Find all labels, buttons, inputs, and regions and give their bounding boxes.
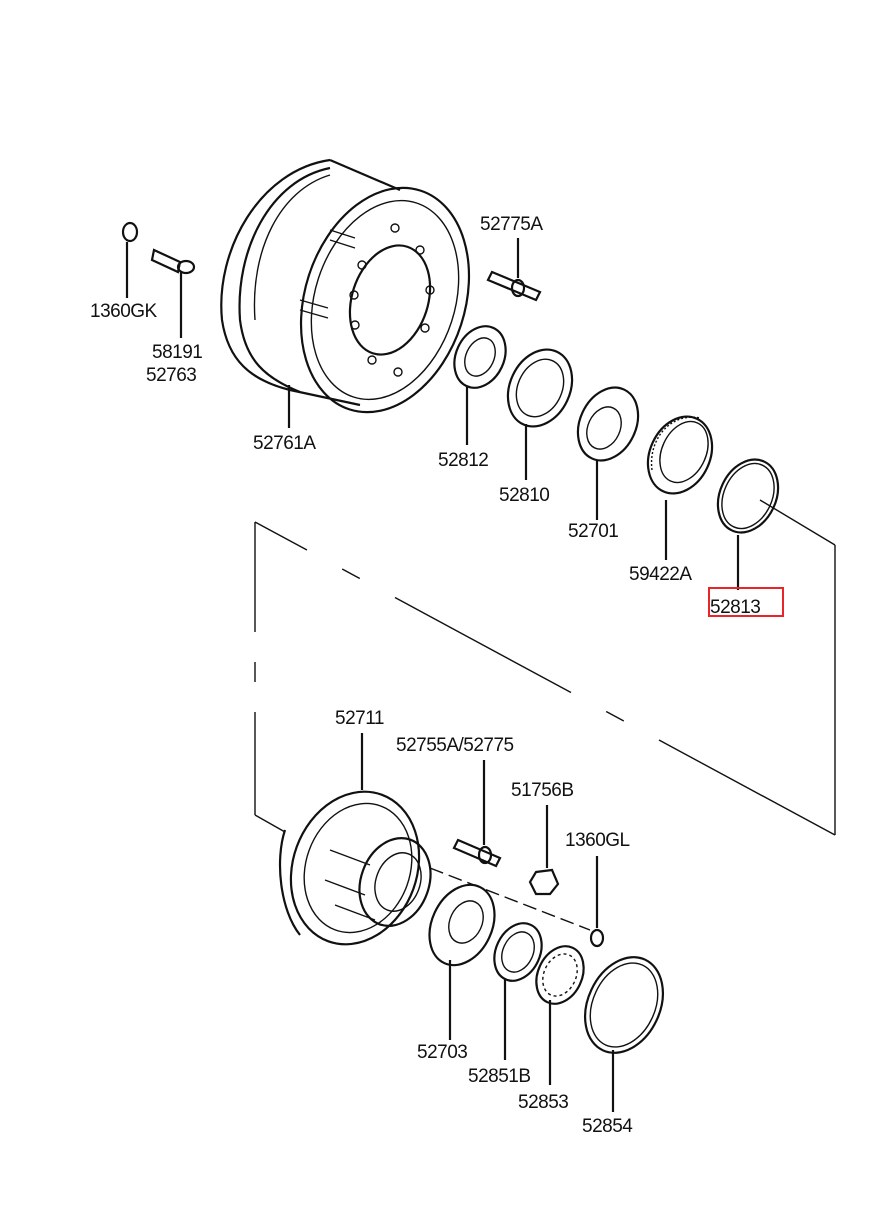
label-52711: 52711	[335, 708, 384, 729]
stud-52755a[interactable]	[452, 838, 502, 868]
label-58191: 58191	[152, 342, 203, 363]
label-52775a: 52775A	[480, 214, 543, 235]
lockwasher-52853[interactable]	[527, 939, 592, 1012]
label-52763: 52763	[146, 365, 197, 386]
label-52755a-52775: 52755A/52775	[396, 735, 514, 756]
label-1360gk: 1360GK	[90, 301, 157, 322]
stud-52775a[interactable]	[486, 270, 542, 302]
label-52853: 52853	[518, 1092, 569, 1113]
label-52701: 52701	[568, 521, 619, 542]
assembly-bracket	[254, 499, 836, 836]
label-52854: 52854	[582, 1116, 633, 1137]
label-52812: 52812	[438, 450, 489, 471]
seal-52812[interactable]	[445, 318, 516, 396]
bearing-52701[interactable]	[567, 378, 650, 471]
nut-51756b[interactable]	[528, 868, 560, 896]
washer-1360gl[interactable]	[589, 928, 605, 948]
hub-52711[interactable]	[270, 773, 442, 962]
highlight-box	[708, 587, 784, 617]
seal-52810[interactable]	[496, 339, 584, 437]
label-52813[interactable]: 52813	[710, 597, 761, 618]
label-52851b: 52851B	[468, 1066, 531, 1087]
label-52703: 52703	[417, 1042, 468, 1063]
washer-1360gk[interactable]	[121, 221, 139, 243]
gasket-52854[interactable]	[570, 944, 678, 1065]
abs-ring-59422a[interactable]	[636, 406, 724, 504]
ring-52813[interactable]	[707, 450, 790, 543]
label-59422a: 59422A	[629, 564, 692, 585]
label-1360gl: 1360GL	[565, 830, 630, 851]
label-52761a: 52761A	[253, 433, 316, 454]
brake-drum[interactable]	[220, 158, 496, 434]
bolt-58191[interactable]	[150, 248, 196, 275]
label-52810: 52810	[499, 485, 550, 506]
bearing-52703[interactable]	[417, 874, 507, 975]
race-52851b[interactable]	[485, 916, 550, 989]
label-51756b: 51756B	[511, 780, 574, 801]
